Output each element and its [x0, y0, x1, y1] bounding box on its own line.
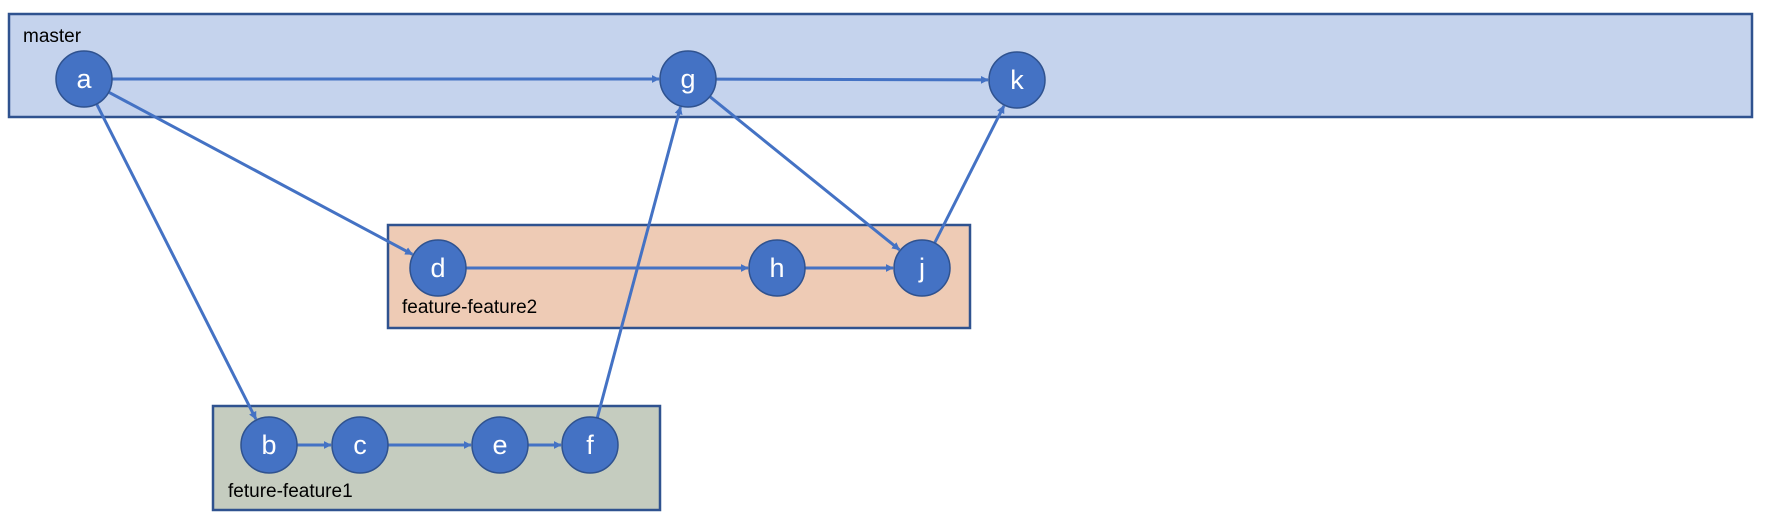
- lane-master: master: [7, 12, 1754, 119]
- lane-feature2: feature-feature2: [386, 223, 972, 330]
- edge-g-to-k: [715, 75, 989, 84]
- node-d: d: [409, 239, 467, 297]
- node-j: j: [893, 239, 951, 297]
- node-h: h: [748, 239, 806, 297]
- node-j-circle: [893, 239, 951, 297]
- node-k-label: k: [1010, 65, 1024, 95]
- node-g-circle: [659, 50, 717, 108]
- lane-feature2-label: feature-feature2: [402, 297, 537, 318]
- lane-master-box: [7, 12, 1754, 119]
- node-k-circle: [988, 51, 1046, 109]
- node-f: f: [561, 416, 619, 474]
- node-c-circle: [331, 416, 389, 474]
- node-h-circle: [748, 239, 806, 297]
- node-c-label: c: [353, 430, 367, 460]
- edge-a-to-b: [95, 103, 258, 420]
- edge-f-to-g: [595, 106, 683, 419]
- node-h-label: h: [769, 253, 784, 283]
- node-a-circle: [55, 50, 113, 108]
- node-e-circle: [471, 416, 529, 474]
- node-b-label: b: [261, 430, 276, 460]
- edge-j-to-k: [933, 105, 1006, 244]
- lane-master-label: master: [23, 26, 82, 47]
- lane-feature1-label: feture-feature1: [228, 481, 353, 502]
- lane-feature2-box: [386, 223, 972, 330]
- node-g-label: g: [680, 64, 695, 94]
- node-e-label: e: [492, 430, 507, 460]
- edge-g-to-j: [708, 95, 901, 251]
- node-b: b: [240, 416, 298, 474]
- node-f-circle: [561, 416, 619, 474]
- node-g: g: [659, 50, 717, 108]
- node-a-label: a: [76, 64, 92, 94]
- node-d-label: d: [430, 253, 445, 283]
- node-k: k: [988, 51, 1046, 109]
- node-a: a: [55, 50, 113, 108]
- node-d-circle: [409, 239, 467, 297]
- edges-layer: [95, 75, 1006, 449]
- node-b-circle: [240, 416, 298, 474]
- node-e: e: [471, 416, 529, 474]
- node-c: c: [331, 416, 389, 474]
- node-j-label: j: [918, 253, 925, 283]
- edge-a-to-d: [107, 90, 414, 256]
- node-f-label: f: [586, 430, 594, 460]
